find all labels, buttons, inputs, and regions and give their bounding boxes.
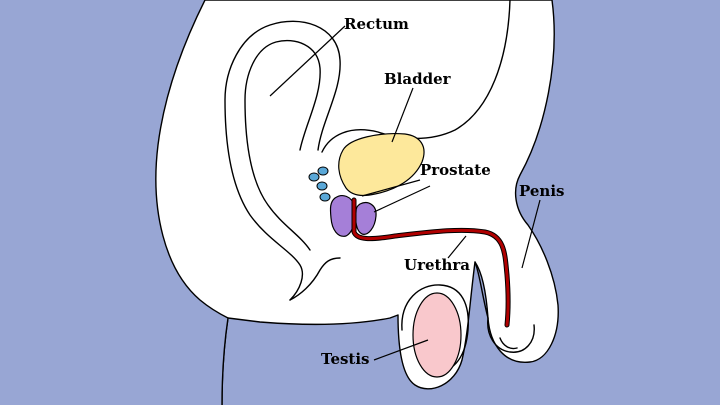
label-bladder: Bladder xyxy=(384,70,452,88)
back-contour xyxy=(155,0,229,405)
seminal-vesicles xyxy=(308,166,331,202)
bladder xyxy=(338,133,425,197)
leader-penis xyxy=(521,199,541,269)
leader-prostate-1 xyxy=(361,179,421,197)
leader-testis xyxy=(373,339,429,361)
rectum-outer xyxy=(224,20,341,301)
penis-glans xyxy=(487,317,535,353)
label-prostate: Prostate xyxy=(420,161,491,179)
rectum-inner xyxy=(244,39,321,251)
testis xyxy=(412,292,462,378)
pelvic-contour xyxy=(289,257,341,301)
label-testis: Testis xyxy=(321,350,370,368)
background-left xyxy=(0,0,228,405)
scrotum-inner xyxy=(401,284,469,373)
penis-tip xyxy=(499,337,518,350)
abdominal-contour xyxy=(321,0,511,153)
leader-bladder xyxy=(391,87,414,143)
label-urethra: Urethra xyxy=(404,256,470,274)
urethra-fill xyxy=(352,198,510,327)
label-penis: Penis xyxy=(519,182,564,200)
penis-shaft-inner xyxy=(474,261,489,319)
prostate xyxy=(329,195,377,237)
leader-rectum xyxy=(269,25,346,97)
label-rectum: Rectum xyxy=(344,15,409,33)
leader-prostate-2 xyxy=(373,185,431,213)
leader-urethra xyxy=(447,235,467,259)
